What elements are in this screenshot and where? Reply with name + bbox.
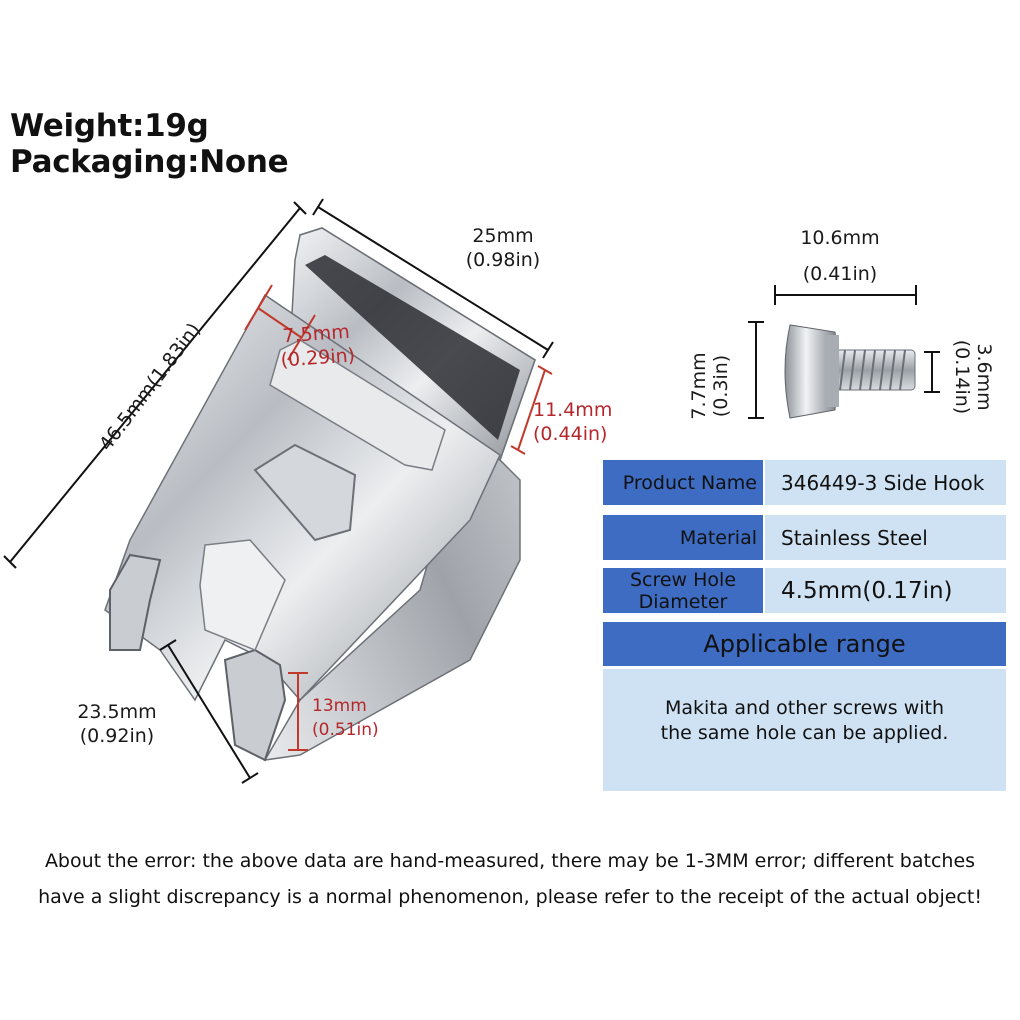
footnote-line-2: have a slight discrepancy is a normal ph… [38, 886, 982, 908]
screw-thread-inch: (0.14in) [951, 339, 973, 415]
packaging-text: Packaging:None [10, 144, 289, 180]
range-line-1: Makita and other screws with [664, 697, 945, 719]
bottom-width-inch: (0.92in) [79, 725, 155, 747]
prong-height-mm: 13mm [312, 696, 367, 716]
screw-thread-label: 3.6mm (0.14in) [951, 322, 995, 432]
spec-label: Screw Hole Diameter [603, 568, 763, 613]
range-line-2: the same hole can be applied. [660, 722, 949, 744]
footnote-line-1: About the error: the above data are hand… [44, 850, 976, 872]
screw-length-inch: (0.41in) [802, 263, 878, 285]
spec-row-product-name: Product Name 346449-3 Side Hook [603, 460, 1006, 505]
top-width-mm: 25mm [472, 225, 534, 247]
spec-row-screw-hole-diameter: Screw Hole Diameter 4.5mm(0.17in) [603, 568, 1006, 613]
applicable-range-title: Applicable range [603, 622, 1006, 666]
screw-thread-mm: 3.6mm [973, 343, 995, 411]
screw-head-label: 7.7mm (0.3in) [688, 331, 732, 441]
slot-width-label: 7.5mm (0.29in) [260, 318, 373, 374]
prong-height-inch: (0.51in) [312, 720, 379, 740]
screw-length-mm: 10.6mm [800, 227, 880, 249]
spec-label: Product Name [603, 460, 763, 505]
spec-label-line1: Screw Hole [629, 568, 737, 591]
bottom-width-mm: 23.5mm [77, 701, 157, 723]
bottom-width-label: 23.5mm (0.92in) [62, 700, 172, 748]
screw-head-mm: 7.7mm [688, 352, 710, 420]
side-depth-mm: 11.4mm [533, 399, 613, 421]
spec-label-line2: Diameter [638, 590, 728, 613]
spec-row-material: Material Stainless Steel [603, 515, 1006, 560]
weight-text: Weight:19g [10, 108, 209, 144]
spec-value: Stainless Steel [765, 515, 1006, 560]
side-depth-inch: (0.44in) [533, 423, 608, 445]
screw-illustration [748, 285, 940, 419]
screw-head-inch: (0.3in) [710, 354, 732, 418]
side-depth-label: 11.4mm (0.44in) [533, 398, 643, 446]
screw-length-label: 10.6mm (0.41in) [785, 226, 895, 286]
spec-value: 4.5mm(0.17in) [765, 568, 1006, 613]
applicable-range-body: Makita and other screws with the same ho… [603, 669, 1006, 791]
spec-label: Material [603, 515, 763, 560]
top-width-label: 25mm (0.98in) [455, 224, 551, 272]
hook-illustration [3, 198, 554, 784]
spec-value: 346449-3 Side Hook [765, 460, 1006, 505]
top-width-inch: (0.98in) [465, 249, 541, 271]
prong-height-label: 13mm (0.51in) [312, 694, 402, 742]
